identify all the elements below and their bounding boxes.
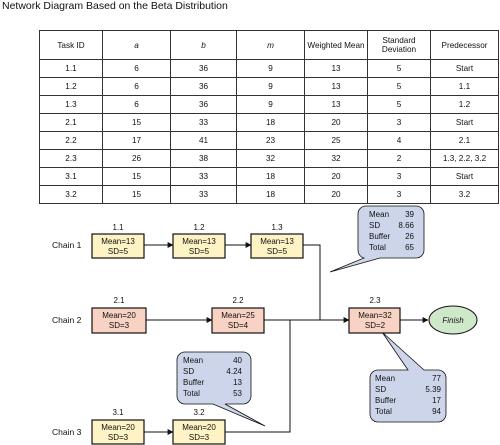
task-id: 1.2 <box>193 223 205 232</box>
callout-chain1: Mean 39 SD 8.66 Buffer 26 Total 65 <box>329 205 425 273</box>
table-cell: 18 <box>236 185 305 204</box>
task-box <box>172 419 226 445</box>
finish-label: Finish <box>442 316 464 325</box>
table-row: 3.2 15 33 18 20 3 3.2 <box>39 185 499 204</box>
callout-chain1-buffer-label: Buffer <box>369 232 391 241</box>
table-cell: 15 <box>102 185 171 204</box>
task-node-2-3: 2.3 Mean=32 SD=2 <box>348 296 401 334</box>
callout-final-mean-value: 77 <box>432 374 441 383</box>
callout-chain3-mean-label: Mean <box>183 356 203 365</box>
task-node-2-2: 2.2 Mean=25 SD=4 <box>211 296 265 334</box>
task-box <box>91 419 145 445</box>
task-node-1-1: 1.1 Mean=13 SD=5 <box>91 223 145 259</box>
callout-chain3-mean-value: 40 <box>233 356 242 365</box>
task-mean: Mean=20 <box>182 423 216 432</box>
task-id: 2.2 <box>232 296 244 305</box>
header-predecessor: Predecessor <box>430 30 499 60</box>
task-sd: SD=5 <box>189 247 210 256</box>
header-b: b <box>170 30 237 60</box>
callout-chain1-sd-value: 8.66 <box>398 221 414 230</box>
callout-final-shape <box>369 331 447 423</box>
task-mean: Mean=20 <box>101 423 135 432</box>
callout-chain1-mean-label: Mean <box>369 210 389 219</box>
callout-chain3-sd-value: 4.24 <box>226 367 242 376</box>
callout-chain3-total-value: 53 <box>233 389 242 398</box>
table-row: 3.1 15 33 18 20 3 Start <box>39 167 499 186</box>
header-a: a <box>102 30 171 60</box>
task-node-2-1: 2.1 Mean=20 SD=3 <box>91 296 147 334</box>
task-box <box>211 307 265 334</box>
task-sd: SD=3 <box>189 433 210 442</box>
callout-chain1-shape <box>329 205 425 273</box>
task-box <box>91 233 145 259</box>
task-id: 3.1 <box>112 408 124 417</box>
task-box <box>250 233 304 259</box>
callout-chain1-total-value: 65 <box>405 243 414 252</box>
header-standard-deviation: Standard Deviation <box>367 30 431 60</box>
task-sd: SD=3 <box>108 433 129 442</box>
table-cell: 3.2 <box>430 185 499 204</box>
callout-final-sd-label: SD <box>375 385 386 394</box>
callout-final-buffer-label: Buffer <box>375 396 397 405</box>
callout-chain3-buffer-value: 13 <box>233 378 242 387</box>
task-mean: Mean=25 <box>221 311 255 320</box>
task-id: 2.1 <box>113 296 125 305</box>
task-node-1-2: 1.2 Mean=13 SD=5 <box>172 223 226 259</box>
header-task-id: Task ID <box>39 30 103 60</box>
callout-final-total-value: 94 <box>432 407 441 416</box>
table-row: 1.3 6 36 9 13 5 1.2 <box>39 95 499 114</box>
task-box <box>172 233 226 259</box>
table-row: 1.2 6 36 9 13 5 1.1 <box>39 77 499 96</box>
task-node-1-3: 1.3 Mean=13 SD=5 <box>250 223 304 259</box>
table-row: 2.3 26 38 32 32 2 1.3, 2.2, 3.2 <box>39 149 499 168</box>
chain-2-label: Chain 2 <box>52 315 82 325</box>
callout-chain1-sd-label: SD <box>369 221 380 230</box>
edge-1-3-to-merge <box>303 244 321 320</box>
task-box <box>91 307 147 334</box>
callout-final-sd-value: 5.39 <box>425 385 441 394</box>
task-sd: SD=2 <box>365 321 386 330</box>
task-id: 1.1 <box>112 223 124 232</box>
callout-chain3: Mean 40 SD 4.24 Buffer 13 Total 53 <box>176 351 266 427</box>
callout-final-mean-label: Mean <box>375 374 395 383</box>
task-mean: Mean=20 <box>102 311 136 320</box>
task-mean: Mean=13 <box>260 237 294 246</box>
callout-final: Mean 77 SD 5.39 Buffer 17 Total 94 <box>369 331 447 423</box>
task-id: 2.3 <box>369 296 381 305</box>
callout-final-total-label: Total <box>375 407 392 416</box>
page-title: Network Diagram Based on the Beta Distri… <box>2 0 228 12</box>
task-sd: SD=4 <box>228 321 249 330</box>
task-node-3-2: 3.2 Mean=20 SD=3 <box>172 408 226 445</box>
callout-chain1-total-label: Total <box>369 243 386 252</box>
task-mean: Mean=32 <box>358 311 392 320</box>
chain-1-label: Chain 1 <box>52 240 82 250</box>
task-id: 3.2 <box>193 408 205 417</box>
callout-chain3-buffer-label: Buffer <box>183 378 205 387</box>
callout-chain1-mean-value: 39 <box>405 210 414 219</box>
task-box <box>348 307 401 334</box>
callout-chain3-sd-label: SD <box>183 367 194 376</box>
chain-3-label: Chain 3 <box>52 427 82 437</box>
task-id: 1.3 <box>271 223 283 232</box>
connectors <box>144 242 429 435</box>
table-cell: 20 <box>304 185 368 204</box>
table-cell: 3.2 <box>39 185 103 204</box>
task-sd: SD=5 <box>267 247 288 256</box>
callout-chain1-buffer-value: 26 <box>405 232 414 241</box>
finish-ellipse <box>428 305 478 335</box>
task-table: Task ID a b m Weighted Mean Standard Dev… <box>39 30 499 204</box>
edge-3-2-to-merge <box>225 320 291 433</box>
table-header-row: Task ID a b m Weighted Mean Standard Dev… <box>39 30 499 60</box>
task-sd: SD=5 <box>108 247 129 256</box>
table-row: 2.1 15 33 18 20 3 Start <box>39 113 499 132</box>
task-mean: Mean=13 <box>182 237 216 246</box>
task-sd: SD=3 <box>109 321 130 330</box>
callout-chain3-shape <box>176 351 266 427</box>
task-node-3-1: 3.1 Mean=20 SD=3 <box>91 408 145 445</box>
callout-chain3-total-label: Total <box>183 389 200 398</box>
finish-node: Finish <box>428 305 478 335</box>
callout-final-buffer-value: 17 <box>432 396 441 405</box>
task-mean: Mean=13 <box>101 237 135 246</box>
